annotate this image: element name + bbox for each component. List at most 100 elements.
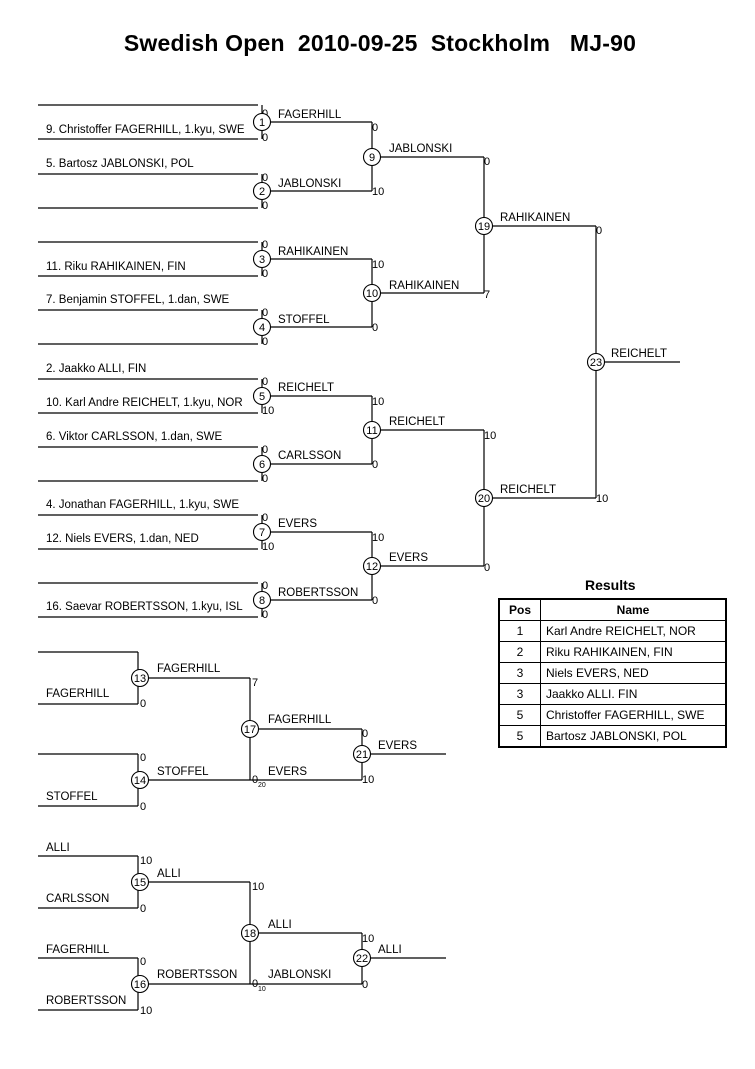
results-title: Results: [585, 577, 636, 593]
match-score: 10: [372, 532, 384, 544]
match-score: 10: [140, 855, 152, 867]
result-name: Riku RAHIKAINEN, FIN: [540, 641, 727, 663]
result-pos: 5: [498, 704, 541, 726]
match-score: 0: [362, 728, 368, 740]
player-name: STOFFEL: [46, 791, 98, 803]
player-name: FAGERHILL: [46, 944, 110, 956]
results-header-name: Name: [540, 598, 727, 621]
match-winner-label: FAGERHILL: [157, 663, 221, 675]
player-name: 4. Jonathan FAGERHILL, 1.kyu, SWE: [46, 499, 239, 511]
match-winner-label: JABLONSKI: [278, 178, 341, 190]
match-score: 0: [262, 132, 268, 144]
match-score: 10: [252, 881, 264, 893]
match-node: [252, 317, 272, 337]
match-score: 0: [484, 562, 490, 574]
match-score: 0: [262, 376, 268, 388]
match-score: 0: [372, 595, 378, 607]
result-name: Christoffer FAGERHILL, SWE: [540, 704, 727, 726]
match-node: [252, 590, 272, 610]
result-name: Bartosz JABLONSKI, POL: [540, 725, 727, 748]
player-name: 10. Karl Andre REICHELT, 1.kyu, NOR: [46, 397, 243, 409]
match-score: 0: [372, 459, 378, 471]
match-node: [240, 719, 260, 739]
match-node: [252, 522, 272, 542]
match-number: 9: [369, 152, 375, 164]
match-winner-label: RAHIKAINEN: [389, 280, 459, 292]
match-score: 0: [262, 200, 268, 212]
result-pos: 3: [498, 683, 541, 705]
results-header-row: Pos Name: [498, 598, 727, 621]
match-winner-label: RAHIKAINEN: [278, 246, 348, 258]
match-winner-label: STOFFEL: [278, 314, 330, 326]
match-score: 0: [140, 903, 146, 915]
match-number: 10: [366, 288, 378, 300]
match-node: [240, 923, 260, 943]
match-score: 0: [262, 473, 268, 485]
match-score: 0: [140, 752, 146, 764]
match-winner-label: ALLI: [378, 944, 402, 956]
match-node: [252, 386, 272, 406]
match-number: 4: [259, 322, 265, 334]
match-node: [252, 112, 272, 132]
bracket-labels: 9. Christoffer FAGERHILL, 1.kyu, SWE 5. B…: [46, 108, 667, 1017]
match-winner-label: ALLI: [268, 919, 292, 931]
match-score: 10: [596, 493, 608, 505]
player-name: 5. Bartosz JABLONSKI, POL: [46, 158, 194, 170]
match-score: 0: [372, 122, 378, 134]
match-winner-label: ROBERTSSON: [278, 587, 358, 599]
match-score: 0: [140, 956, 146, 968]
match-winner-label: STOFFEL: [157, 766, 209, 778]
match-number: 23: [590, 357, 602, 369]
match-number: 11: [366, 425, 377, 437]
match-number: 8: [259, 595, 265, 607]
match-winner-label: EVERS: [278, 518, 317, 530]
match-score: 0: [262, 444, 268, 456]
match-number: 21: [356, 749, 368, 761]
match-winner-label: EVERS: [268, 766, 307, 778]
match-node: [352, 744, 372, 764]
match-node: [362, 283, 382, 303]
match-node: [362, 420, 382, 440]
match-number: 16: [134, 979, 146, 991]
player-name: 11. Riku RAHIKAINEN, FIN: [46, 261, 186, 273]
match-node: [252, 249, 272, 269]
match-score: 10: [372, 259, 384, 271]
match-winner-label: ROBERTSSON: [157, 969, 237, 981]
match-number: 20: [478, 493, 490, 505]
match-number: 5: [259, 391, 265, 403]
player-name: 9. Christoffer FAGERHILL, 1.kyu, SWE: [46, 124, 245, 136]
match-score: 0: [596, 225, 602, 237]
match-winner-label: FAGERHILL: [268, 714, 332, 726]
match-winner-label: FAGERHILL: [278, 109, 342, 121]
match-score: 0: [262, 268, 268, 280]
match-score-small: 10: [258, 986, 266, 993]
match-winner-label: CARLSSON: [278, 450, 341, 462]
match-score: 0: [262, 172, 268, 184]
match-score: 10: [362, 774, 374, 786]
match-score: 0: [372, 322, 378, 334]
match-node: [130, 668, 150, 688]
page-title: Swedish Open 2010-09-25 Stockholm MJ-90: [123, 30, 637, 56]
player-name: 2. Jaakko ALLI, FIN: [46, 363, 146, 375]
match-score: 0: [140, 801, 146, 813]
match-winner-label: JABLONSKI: [268, 969, 331, 981]
match-node: [362, 147, 382, 167]
match-score: 0: [262, 307, 268, 319]
match-score: 0: [262, 512, 268, 524]
match-winner-label: REICHELT: [389, 416, 445, 428]
match-score: 7: [484, 289, 490, 301]
result-pos: 1: [498, 620, 541, 642]
player-name: ROBERTSSON: [46, 995, 126, 1007]
match-winner-label: REICHELT: [278, 382, 334, 394]
match-score: 10: [372, 396, 384, 408]
match-winner-label: RAHIKAINEN: [500, 212, 570, 224]
result-pos: 2: [498, 641, 541, 663]
match-score: 7: [252, 677, 258, 689]
match-number: 13: [134, 673, 146, 685]
